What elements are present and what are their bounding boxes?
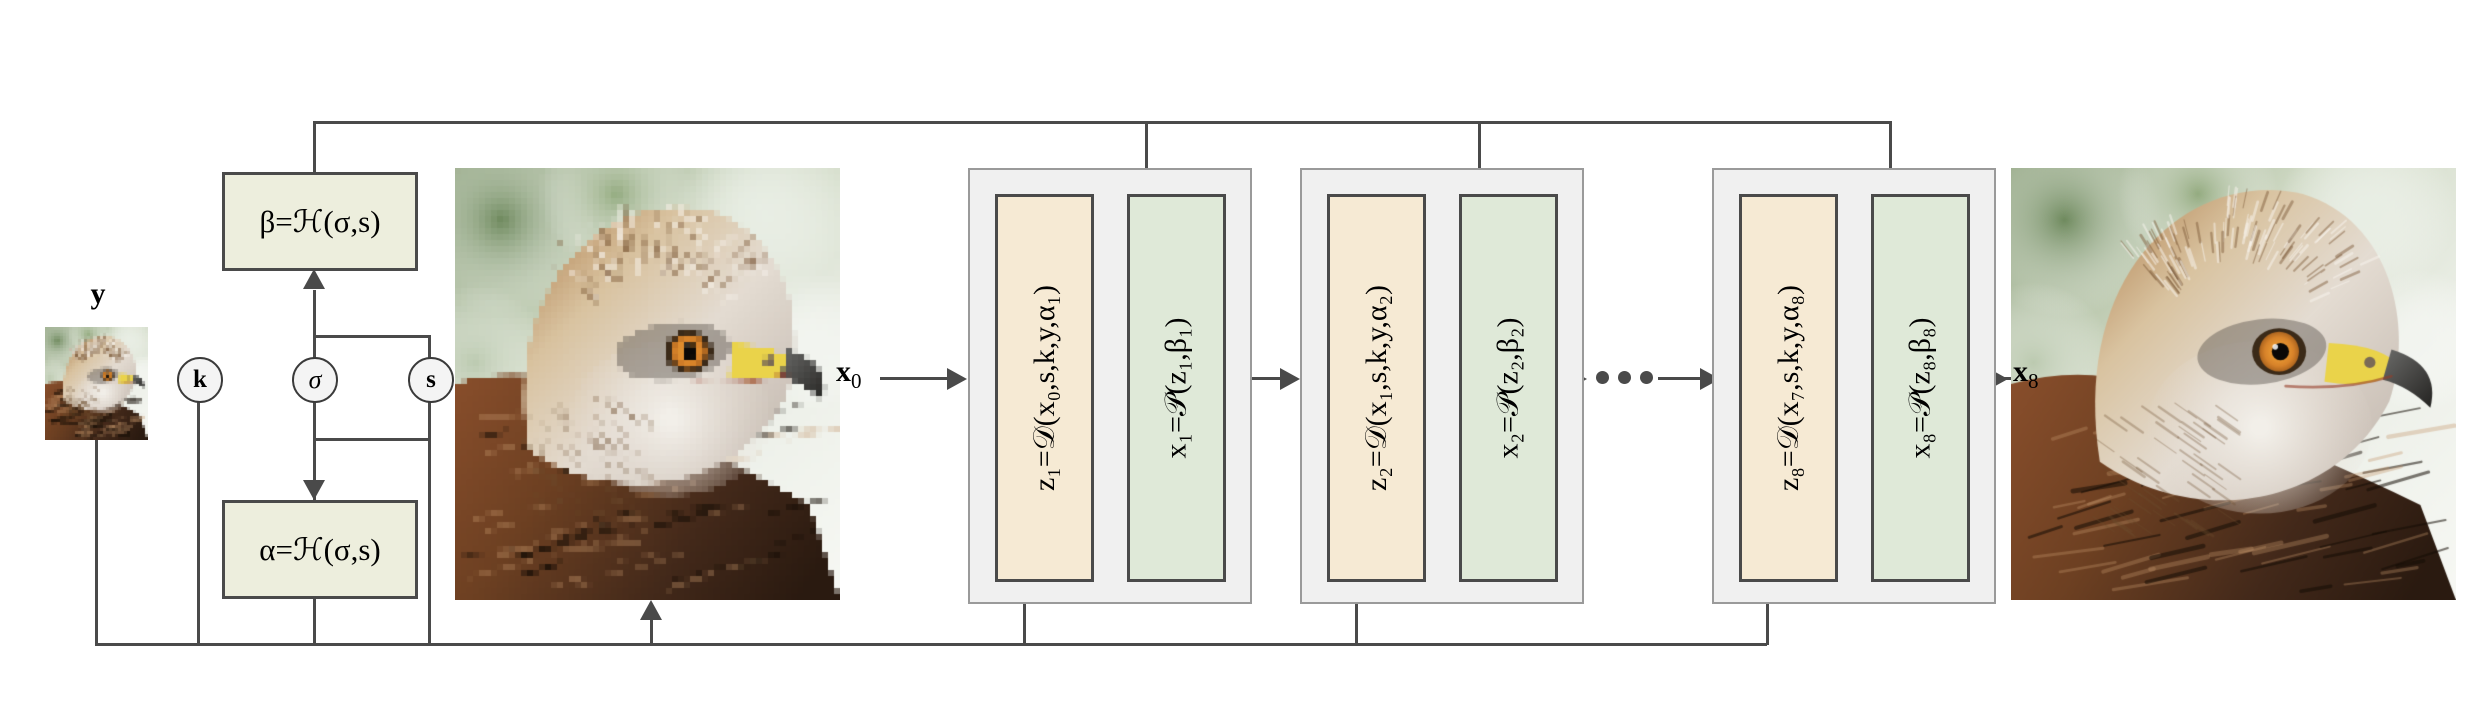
stage-8-data-formula: z₈=𝒟(x₇,s,k,y,α₈): [1772, 285, 1806, 491]
beta-bus-horizontal: [313, 121, 1891, 124]
ellipsis-dot-1: [1596, 371, 1609, 384]
x0-to-stage1-line: [880, 377, 952, 380]
sigma-to-alpha-arrow: [303, 480, 325, 500]
x8-output-image: [2011, 168, 2456, 600]
sigma-to-beta-arrow: [303, 269, 325, 289]
y-label: y: [46, 277, 150, 311]
alpha-hypernetwork-box[interactable]: α=ℋ(σ,s): [222, 500, 418, 599]
x0-to-stage1-arrow: [947, 368, 967, 390]
stage-2-prior-formula: x₂=𝒫(z₂,β₂): [1492, 318, 1526, 459]
ellipsis-dot-2: [1618, 371, 1631, 384]
beta-hypernetwork-box[interactable]: β=ℋ(σ,s): [222, 172, 418, 271]
s-rail-top: [428, 335, 431, 359]
bottom-arrow-x0: [640, 600, 662, 620]
k-feedline-vertical: [197, 398, 200, 645]
node-k[interactable]: k: [177, 357, 223, 403]
y-feedline-vertical: [95, 440, 98, 645]
stage-1-to-stage-2-arrow: [1280, 368, 1300, 390]
stage-1-prior-formula: x₁=𝒫(z₁,β₁): [1160, 318, 1194, 459]
stage-2-data-formula: z₂=𝒟(x₁,s,k,y,α₂): [1360, 285, 1394, 491]
node-k-label: k: [193, 366, 207, 394]
node-s-label: s: [426, 366, 436, 394]
stage-8-prior-formula: x₈=𝒫(z₈,β₈): [1904, 318, 1938, 459]
stage-1-prior-box[interactable]: x₁=𝒫(z₁,β₁): [1127, 194, 1226, 582]
bottom-bus-horizontal: [95, 643, 1767, 646]
stage-2-prior-box[interactable]: x₂=𝒫(z₂,β₂): [1459, 194, 1558, 582]
sigma-s-bracket-bottom: [313, 438, 431, 441]
bottom-riser-x0-full: [650, 618, 653, 645]
stage-1-data-box[interactable]: z₁=𝒟(x₀,s,k,y,α₁): [995, 194, 1094, 582]
sigma-rail-top: [313, 335, 316, 359]
stage-8-data-box[interactable]: z₈=𝒟(x₇,s,k,y,α₈): [1739, 194, 1838, 582]
node-s[interactable]: s: [408, 357, 454, 403]
beta-formula: β=ℋ(σ,s): [259, 204, 380, 240]
beta-bus-down-to-beta-box: [313, 121, 316, 173]
y-thumbnail: [45, 327, 148, 440]
alpha-out-line: [313, 592, 316, 645]
x0-label: x0: [836, 355, 862, 394]
node-sigma[interactable]: σ: [292, 357, 338, 403]
s-rail-bottom: [428, 396, 431, 645]
alpha-formula: α=ℋ(σ,s): [259, 532, 381, 568]
ellipsis-dot-3: [1640, 371, 1653, 384]
stage-1-data-formula: z₁=𝒟(x₀,s,k,y,α₁): [1028, 285, 1062, 491]
x0-input-image: [455, 168, 840, 600]
stage-2-data-box[interactable]: z₂=𝒟(x₁,s,k,y,α₂): [1327, 194, 1426, 582]
sigma-s-bracket-top: [313, 335, 431, 338]
node-sigma-label: σ: [309, 365, 322, 395]
stage-8-prior-box[interactable]: x₈=𝒫(z₈,β₈): [1871, 194, 1970, 582]
x8-label: x8: [2013, 355, 2039, 394]
